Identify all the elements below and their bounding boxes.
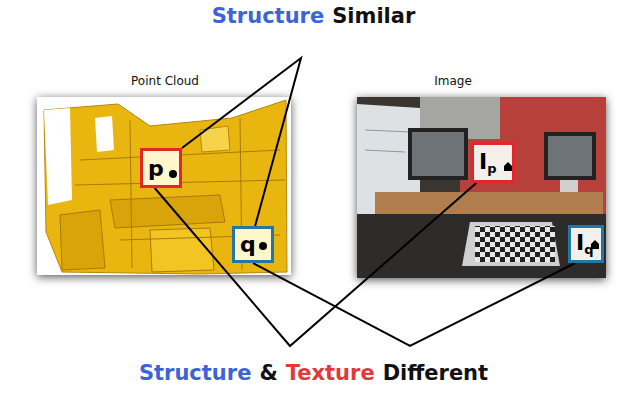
marker-subscript: q bbox=[584, 243, 593, 258]
heading-word: & bbox=[259, 361, 277, 385]
marker-text: Iq bbox=[576, 230, 594, 257]
point-cloud-panel bbox=[37, 97, 291, 275]
heading-row: Structure&Texture Different bbox=[0, 361, 627, 385]
heading-word: Texture bbox=[286, 361, 375, 385]
marker-text: q bbox=[240, 232, 256, 257]
marker-letter: I bbox=[576, 230, 584, 255]
heading-word: Different bbox=[383, 361, 488, 385]
marker-box: p bbox=[140, 148, 182, 188]
marker-box: q bbox=[232, 226, 274, 263]
heading-word: Structure bbox=[139, 361, 252, 385]
heading-row: Structure Similar bbox=[0, 4, 627, 28]
connector-line bbox=[253, 263, 575, 346]
marker-letter: p bbox=[148, 156, 164, 181]
marker-box: Iq bbox=[568, 225, 604, 263]
panel-label: Point Cloud bbox=[131, 74, 199, 88]
connector-line bbox=[155, 183, 477, 346]
panel-shadow bbox=[37, 99, 291, 277]
marker-text: p bbox=[148, 156, 164, 181]
marker-letter: q bbox=[240, 232, 256, 257]
point-cloud bbox=[44, 100, 287, 274]
photo bbox=[357, 97, 606, 278]
heading-word: Structure bbox=[212, 4, 325, 28]
marker-subscript: p bbox=[487, 161, 496, 176]
heading-word: Similar bbox=[332, 4, 415, 28]
marker-text: Ip bbox=[479, 149, 497, 176]
marker-box: Ip bbox=[471, 142, 515, 183]
marker-letter: I bbox=[479, 149, 487, 174]
panel-label: Image bbox=[434, 74, 472, 88]
connector-line bbox=[182, 58, 301, 226]
